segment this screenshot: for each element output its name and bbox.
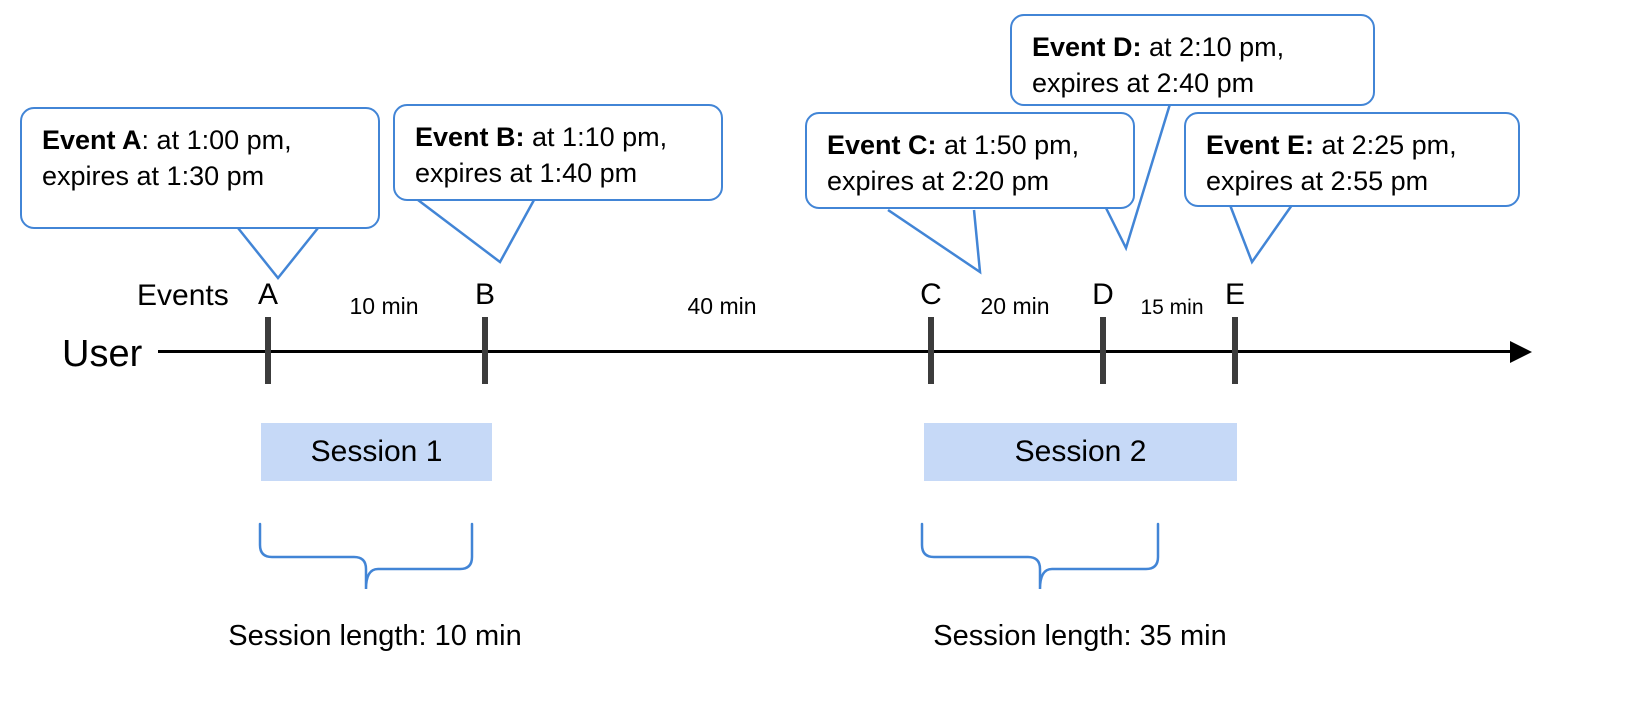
callout-event-b[interactable]: Event B: at 1:10 pm, expires at 1:40 pm [393,104,723,201]
event-marker-c: C [920,278,942,311]
callout-c-title: Event C [827,130,928,160]
user-row-label: User [62,333,143,375]
callout-e-separator: : [1305,130,1315,160]
session-2-brace [920,522,1160,590]
callout-event-d[interactable]: Event D: at 2:10 pm, expires at 2:40 pm [1010,14,1375,106]
session-bar-1[interactable]: Session 1 [261,423,492,481]
callout-event-e[interactable]: Event E: at 2:25 pm, expires at 2:55 pm [1184,112,1520,207]
gap-label-d-e: 15 min [1140,296,1204,319]
callout-d-title: Event D [1032,32,1133,62]
callout-a-line1: Event A: at 1:00 pm, [42,123,360,159]
session-2-length-label: Session length: 35 min [933,620,1227,652]
callout-e-title: Event E [1206,130,1306,160]
callout-d-separator: : [1132,32,1142,62]
callout-a-separator: : [141,125,150,155]
callout-b-line1: Event B: at 1:10 pm, [415,120,703,156]
timeline-axis-arrowhead [1510,341,1532,363]
session-1-brace [258,522,474,590]
callout-b-line2: expires at 1:40 pm [415,157,638,188]
gap-label-a-b: 10 min [349,293,419,319]
event-tick-d [1100,317,1106,384]
callout-b-time: at 1:10 pm, [524,122,668,152]
callout-c-line1: Event C: at 1:50 pm, [827,128,1115,164]
timeline-axis [158,350,1518,353]
event-tick-c [928,317,934,384]
event-marker-d: D [1092,278,1114,311]
event-tick-a [265,317,271,384]
callout-b-separator: : [515,122,525,152]
callout-a-time: at 1:00 pm, [149,125,292,155]
events-row-label: Events [137,279,229,312]
event-marker-a: A [257,278,278,311]
callout-d-time: at 2:10 pm, [1141,32,1285,62]
callout-a-title: Event A [42,125,142,155]
callout-tail-b [417,199,536,264]
callout-e-time: at 2:25 pm, [1314,130,1457,160]
gap-label-b-c: 40 min [687,293,757,319]
callout-c-separator: : [927,130,937,160]
callout-d-line1: Event D: at 2:10 pm, [1032,30,1355,66]
callout-e-line2: expires at 2:55 pm [1206,165,1429,196]
gap-label-c-d: 20 min [980,293,1050,319]
session-1-length-label: Session length: 10 min [228,620,522,652]
event-tick-b [482,317,488,384]
callout-event-c[interactable]: Event C: at 1:50 pm, expires at 2:20 pm [805,112,1135,209]
callout-tail-e [1228,204,1294,265]
callout-tail-a [237,227,319,281]
callout-c-time: at 1:50 pm, [936,130,1080,160]
session-bar-2[interactable]: Session 2 [924,423,1237,481]
event-marker-e: E [1224,278,1245,311]
callout-c-line2: expires at 2:20 pm [827,165,1050,196]
callout-a-line2: expires at 1:30 pm [42,160,265,191]
callout-tail-c [887,208,982,275]
event-tick-e [1232,317,1238,384]
event-marker-b: B [474,278,495,311]
callout-d-line2: expires at 2:40 pm [1032,67,1255,98]
callout-e-line1: Event E: at 2:25 pm, [1206,128,1500,164]
callout-event-a[interactable]: Event A: at 1:00 pm, expires at 1:30 pm [20,107,380,229]
callout-b-title: Event B [415,122,516,152]
